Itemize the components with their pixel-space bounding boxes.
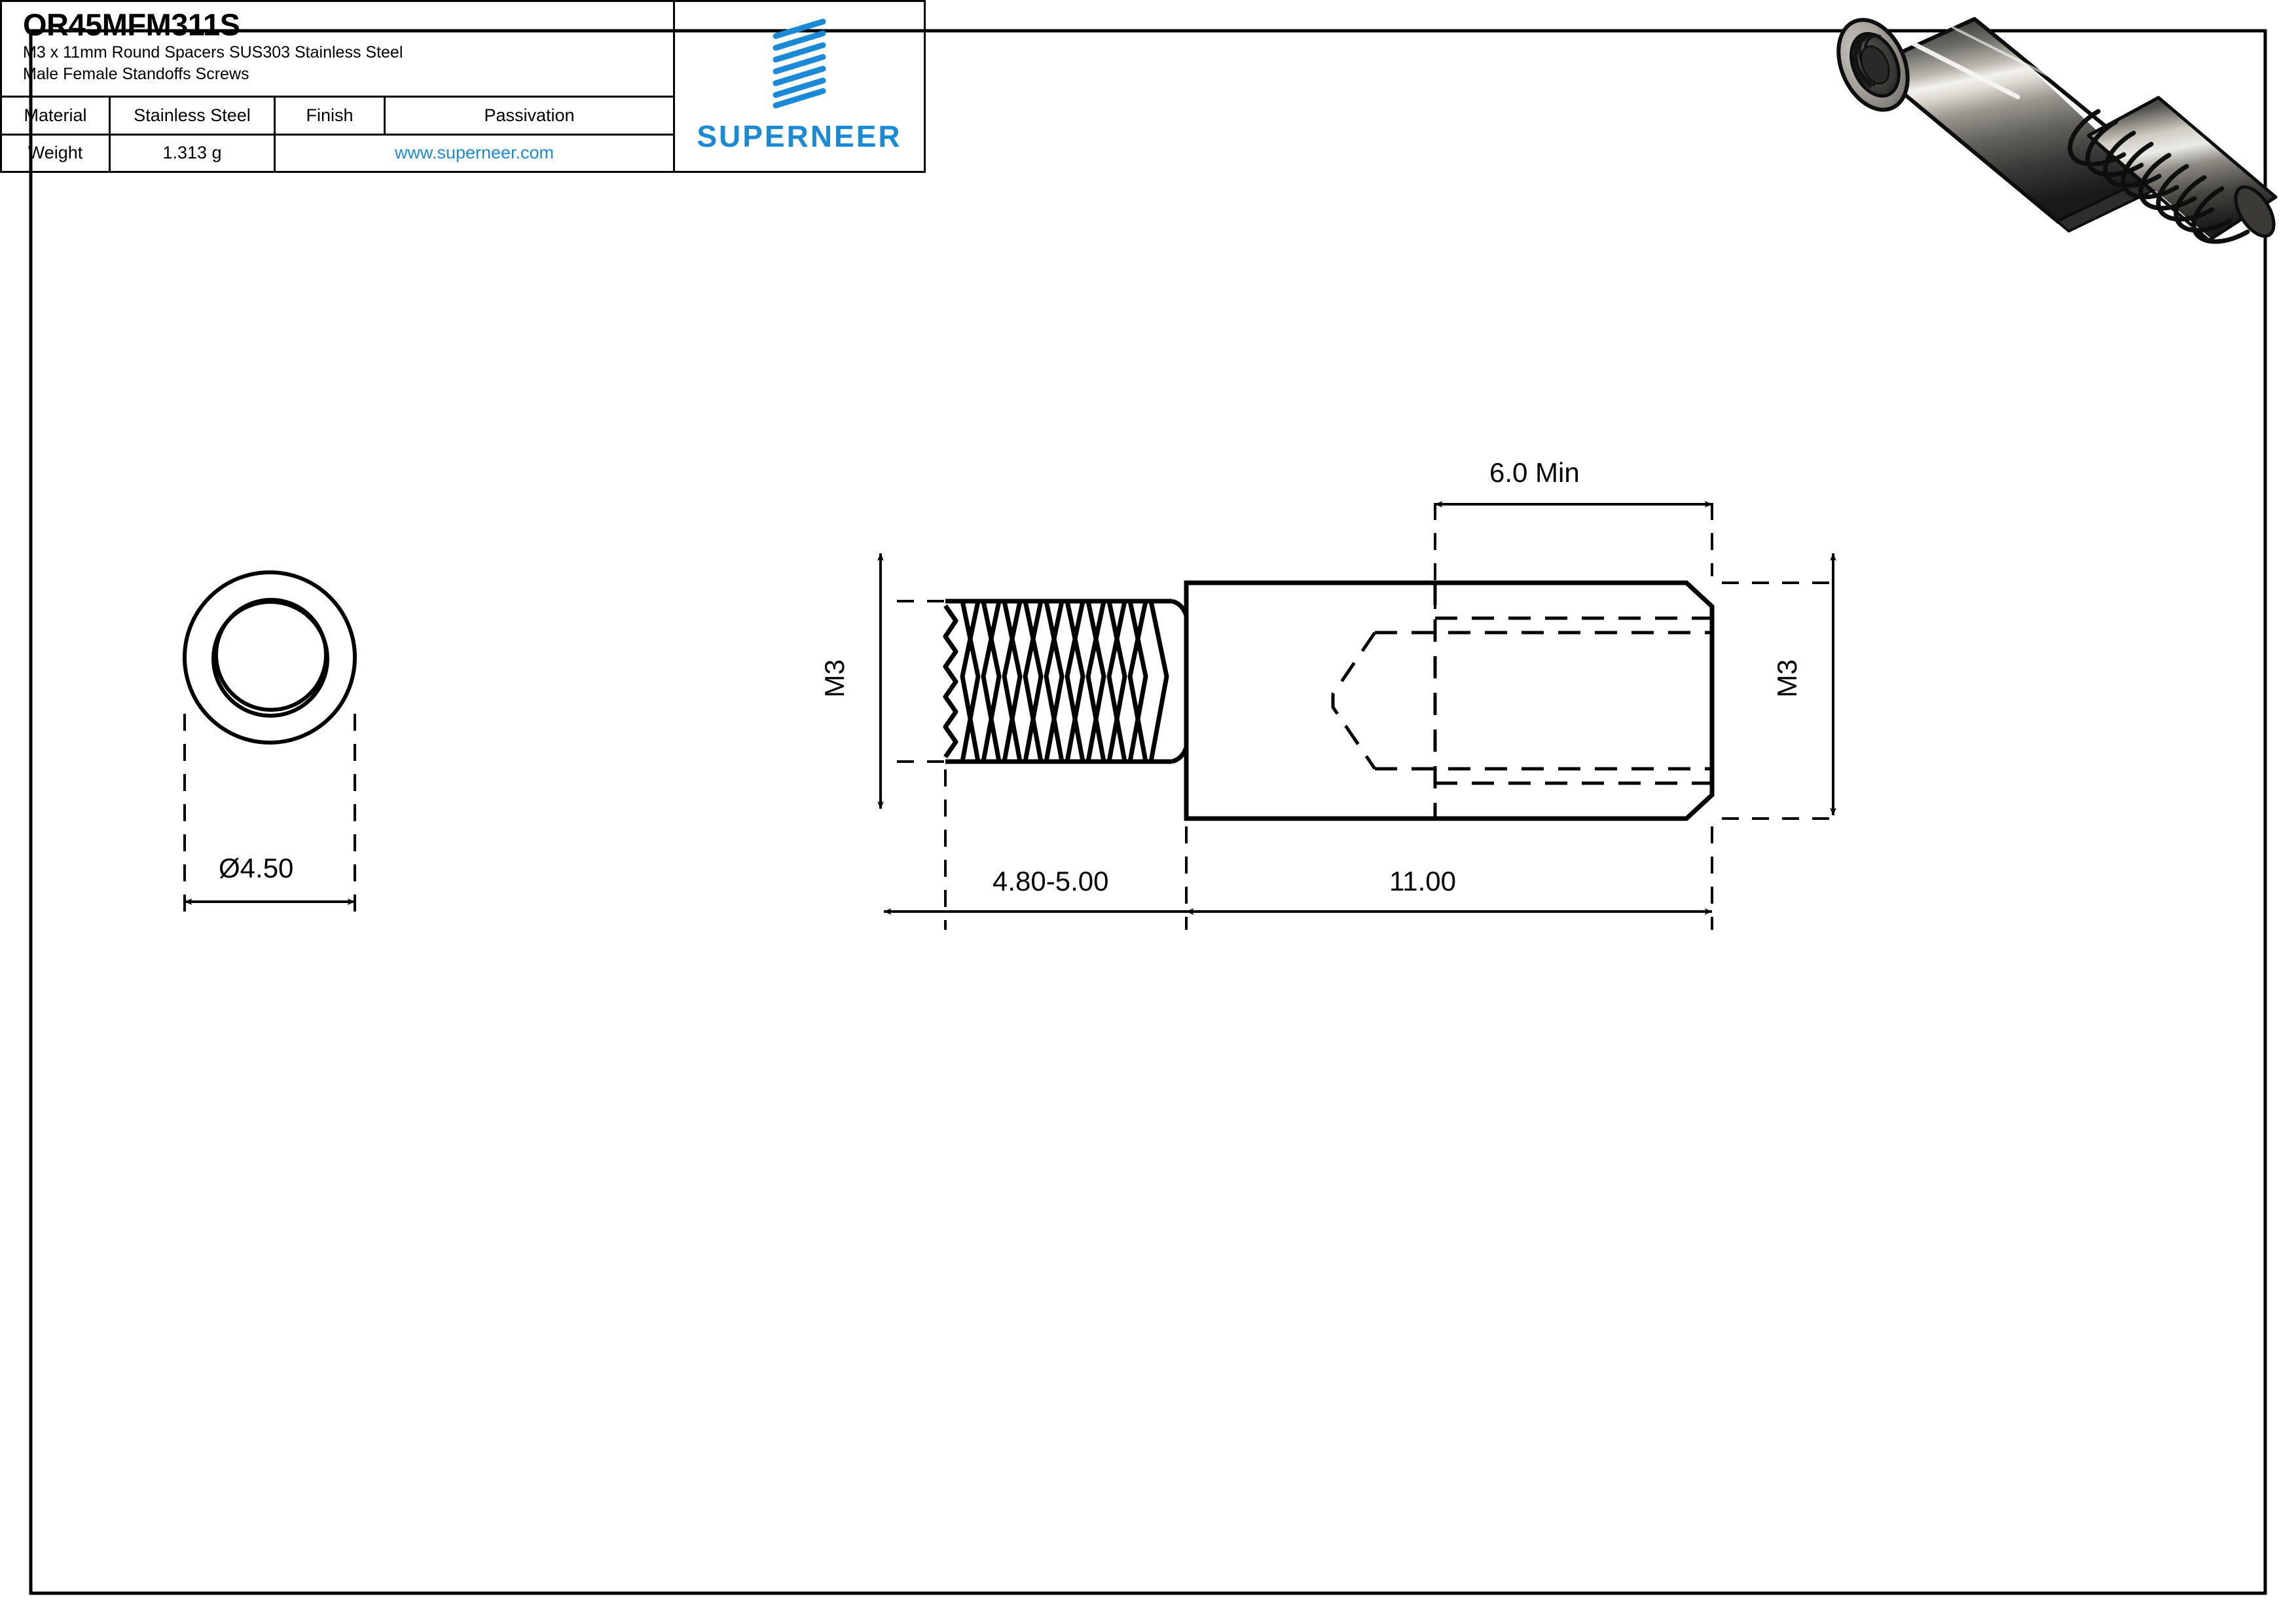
end-view — [183, 570, 357, 920]
description-line-2: Male Female Standoffs Screws — [23, 65, 249, 84]
hidden-female-bore — [1331, 616, 1712, 785]
weight-label: Weight — [2, 135, 111, 171]
thread-depth-text: 6.0 Min — [1489, 457, 1580, 488]
material-value: Stainless Steel — [111, 98, 276, 134]
body-profile — [1184, 580, 1715, 821]
external-thread-arcs — [2068, 109, 2250, 244]
weight-value: 1.313 g — [111, 135, 276, 171]
brand-wordmark: SUPERNEER — [697, 119, 902, 153]
finish-label: Finish — [276, 98, 386, 134]
table-row: Material Stainless Steel Finish Passivat… — [2, 98, 673, 136]
title-block-description: OR45MFM311S M3 x 11mm Round Spacers SUS3… — [2, 2, 673, 98]
iso-render-view — [1836, 17, 2278, 244]
title-block-main: OR45MFM311S M3 x 11mm Round Spacers SUS3… — [2, 2, 675, 171]
brand-panel: SUPERNEER — [675, 2, 924, 171]
female-end-face — [1836, 18, 1910, 112]
website-link[interactable]: www.superneer.com — [394, 143, 555, 163]
female-thread-size-text: M3 — [1772, 659, 1802, 698]
thread-minor-circle — [214, 598, 328, 712]
axis-extension-lines — [897, 581, 1833, 820]
material-label: Material — [2, 98, 111, 134]
table-row: Weight 1.313 g www.superneer.com — [2, 135, 673, 171]
outer-diameter-circle — [183, 570, 357, 745]
male-thread-size-text: M3 — [819, 659, 850, 698]
part-number: OR45MFM311S — [23, 7, 240, 42]
male-thread-length-text: 4.80-5.00 — [993, 866, 1109, 896]
finish-value: Passivation — [484, 105, 575, 125]
body-length-text: 11.00 — [1389, 866, 1456, 896]
title-block: OR45MFM311S M3 x 11mm Round Spacers SUS3… — [0, 0, 926, 173]
sheet-border — [29, 29, 2267, 1595]
description-line-1: M3 x 11mm Round Spacers SUS303 Stainless… — [23, 43, 403, 62]
side-view — [877, 501, 1836, 930]
spec-table: Material Stainless Steel Finish Passivat… — [2, 98, 673, 171]
length-dimensions — [883, 769, 1713, 930]
outer-diameter-text: Ø4.50 — [219, 853, 294, 883]
male-thread-profile — [943, 599, 1189, 764]
thread-depth-dimension — [1434, 501, 1713, 609]
superneer-logo-icon — [773, 18, 826, 109]
